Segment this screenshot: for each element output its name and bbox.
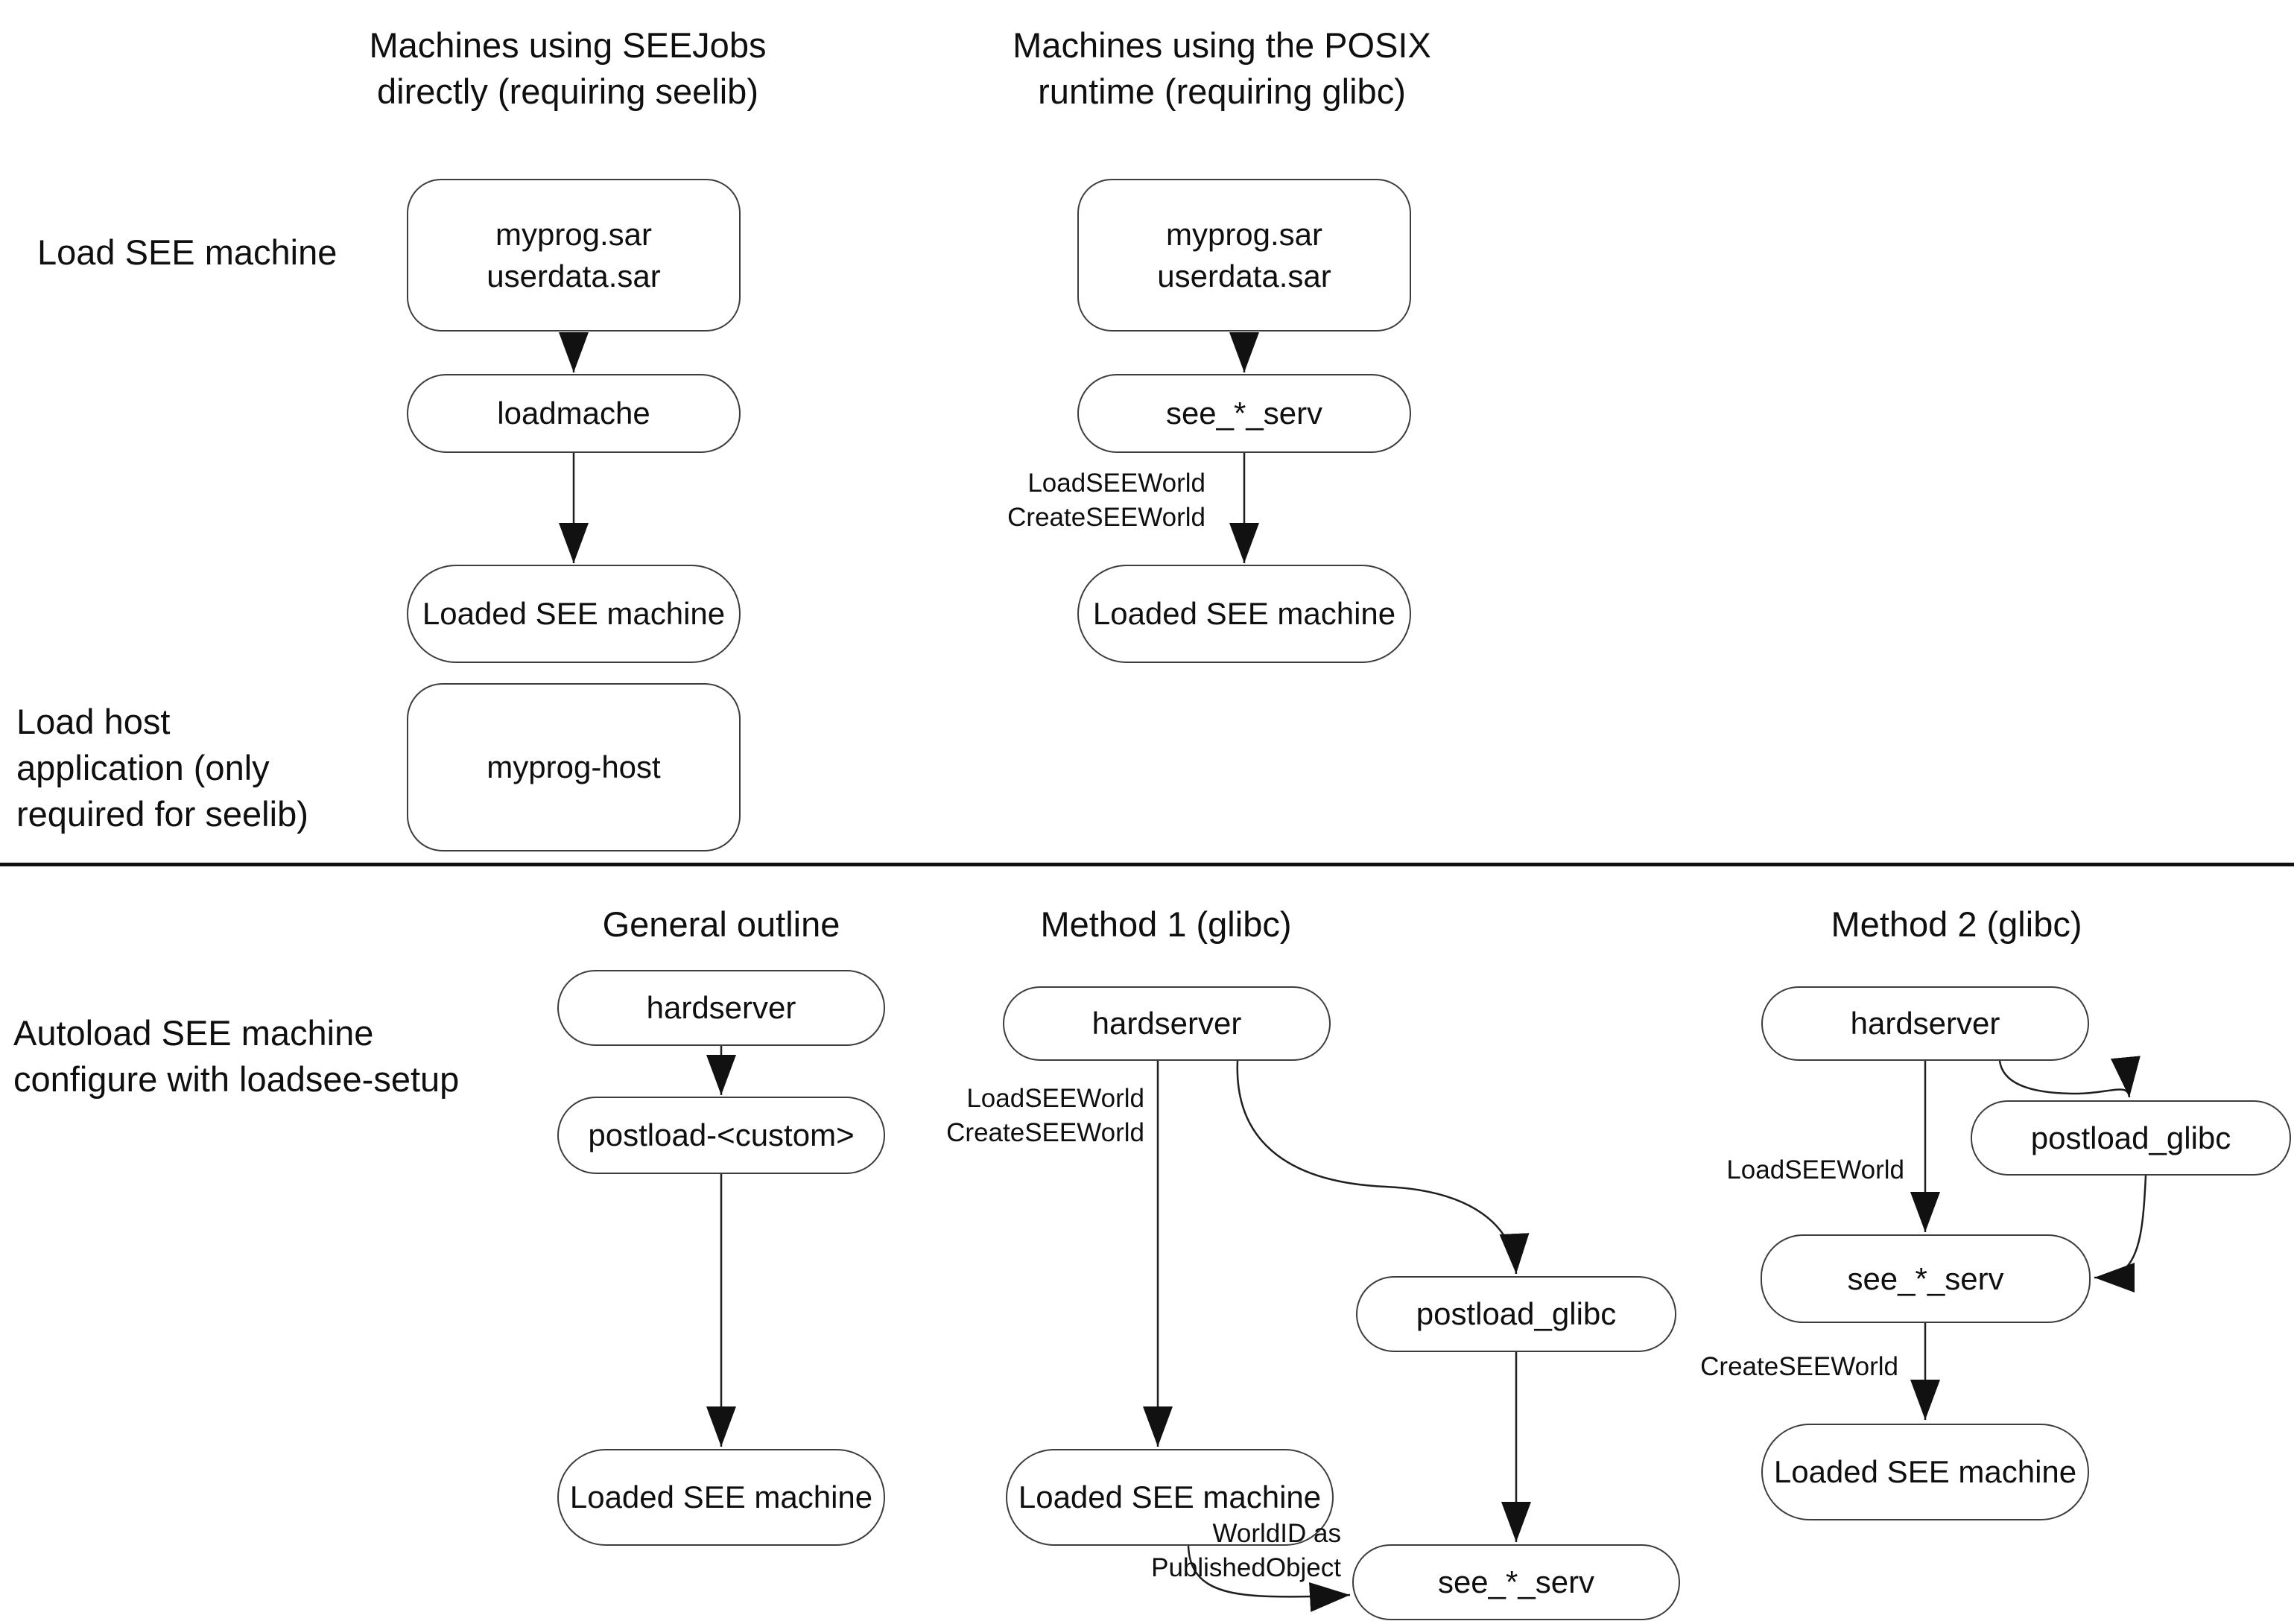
box-myprog-host: myprog-host (407, 683, 741, 851)
section-divider (0, 863, 2294, 866)
m1-arrow-labels: LoadSEEWorld CreateSEEWorld (946, 1084, 1144, 1147)
arrow-m1-hardserver-to-postload (1236, 1060, 1530, 1275)
box-general-loaded: Loaded SEE machine (557, 1449, 885, 1546)
box-general-postload-custom: postload-<custom> (557, 1097, 885, 1174)
box-m2-hardserver: hardserver (1761, 986, 2089, 1061)
box-seejobs-loaded: Loaded SEE machine (407, 565, 741, 663)
arrow-m1-loaded-to-serv (1187, 1545, 1351, 1612)
m1-publishedobject-labels: WorldID as PublishedObject (1151, 1519, 1341, 1582)
load-see-machine-label: Load SEE machine (37, 232, 338, 272)
load-host-application-label: Load host application (only required for… (16, 702, 308, 834)
box-posix-serv: see_*_serv (1077, 374, 1411, 453)
box-loadmache: loadmache (407, 374, 741, 453)
box-seejobs-input: myprog.sar userdata.sar (407, 179, 741, 332)
m2-loadseeworld-label: LoadSEEWorld (1726, 1155, 1904, 1184)
box-general-hardserver: hardserver (557, 970, 885, 1046)
seejobs-column-header: Machines using SEEJobs directly (requiri… (369, 25, 767, 111)
posix-arrow-labels: LoadSEEWorld CreateSEEWorld (1007, 469, 1205, 532)
method1-header: Method 1 (glibc) (1040, 904, 1292, 944)
box-m1-hardserver: hardserver (1003, 986, 1331, 1061)
posix-column-header: Machines using the POSIX runtime (requir… (1013, 25, 1431, 111)
box-posix-input: myprog.sar userdata.sar (1077, 179, 1411, 332)
general-outline-header: General outline (602, 904, 840, 944)
autoload-label: Autoload SEE machine configure with load… (13, 1013, 460, 1099)
box-m1-loaded: Loaded SEE machine (1006, 1449, 1334, 1546)
box-m2-postload-glibc: postload_glibc (1971, 1100, 2291, 1176)
box-m1-serv: see_*_serv (1352, 1544, 1680, 1620)
box-posix-loaded: Loaded SEE machine (1077, 565, 1411, 663)
method2-header: Method 2 (glibc) (1831, 904, 2082, 944)
box-m1-postload-glibc: postload_glibc (1356, 1276, 1676, 1352)
box-m2-loaded: Loaded SEE machine (1761, 1424, 2089, 1520)
arrow-m2-postload-to-serv (2094, 1175, 2147, 1292)
box-m2-serv: see_*_serv (1761, 1234, 2091, 1323)
arrow-m2-hardserver-to-postload (1998, 1056, 2141, 1098)
m2-createseeworld-label: CreateSEEWorld (1700, 1352, 1898, 1381)
